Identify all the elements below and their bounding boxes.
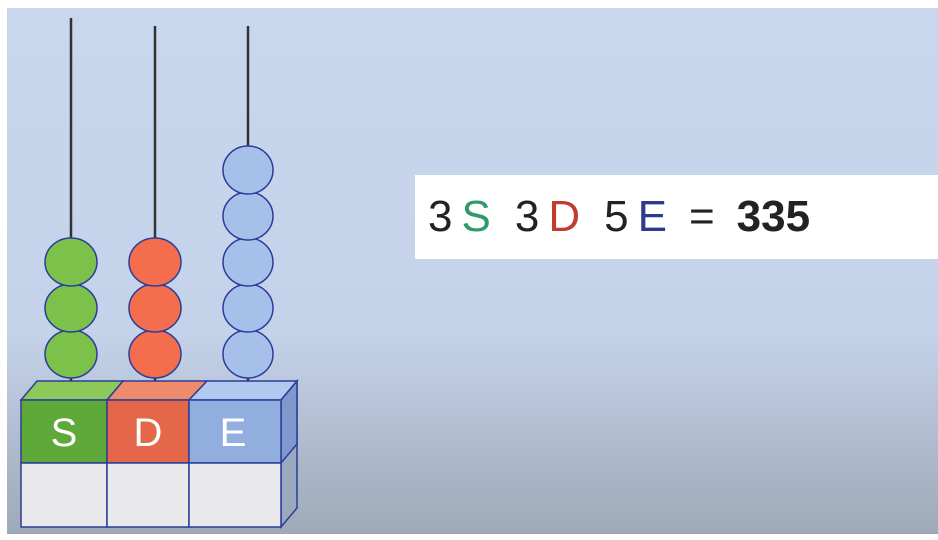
label-d: D [134, 411, 163, 455]
bead-e [222, 329, 274, 379]
equation-d-letter: D [548, 192, 581, 241]
bead-s [44, 237, 98, 287]
slide-canvas: S D E 3 S 3 D 5 E = 335 [7, 8, 938, 534]
equation-e-letter: E [637, 192, 667, 241]
bead-d [128, 329, 182, 379]
bead-d [128, 283, 182, 333]
place-box-d [106, 399, 190, 464]
box-s-top [19, 380, 125, 401]
bead-e [222, 237, 274, 287]
bead-s [44, 329, 98, 379]
empty-box-s [20, 462, 108, 528]
abacus: S D E [19, 18, 299, 530]
place-box-s [20, 399, 108, 464]
beads-d [128, 237, 182, 379]
bead-e [222, 191, 274, 241]
box-e-top [187, 380, 299, 401]
bead-d [128, 237, 182, 287]
equation-equals: = [688, 192, 715, 241]
beads-s [44, 237, 98, 379]
label-e: E [220, 411, 247, 455]
equation-s-letter: S [461, 192, 491, 241]
bead-s [44, 283, 98, 333]
label-s: S [51, 411, 78, 455]
equation-box: 3 S 3 D 5 E = 335 [415, 175, 938, 259]
empty-box-e [188, 462, 282, 528]
equation-result: 335 [736, 192, 811, 241]
empty-box-d [106, 462, 190, 528]
equation-d-count: 3 [514, 192, 540, 241]
bead-e [222, 145, 274, 195]
equation-e-count: 5 [604, 192, 629, 241]
beads-e [222, 145, 274, 379]
place-box-e [188, 399, 282, 464]
equation-s-count: 3 [428, 192, 453, 241]
bead-e [222, 283, 274, 333]
